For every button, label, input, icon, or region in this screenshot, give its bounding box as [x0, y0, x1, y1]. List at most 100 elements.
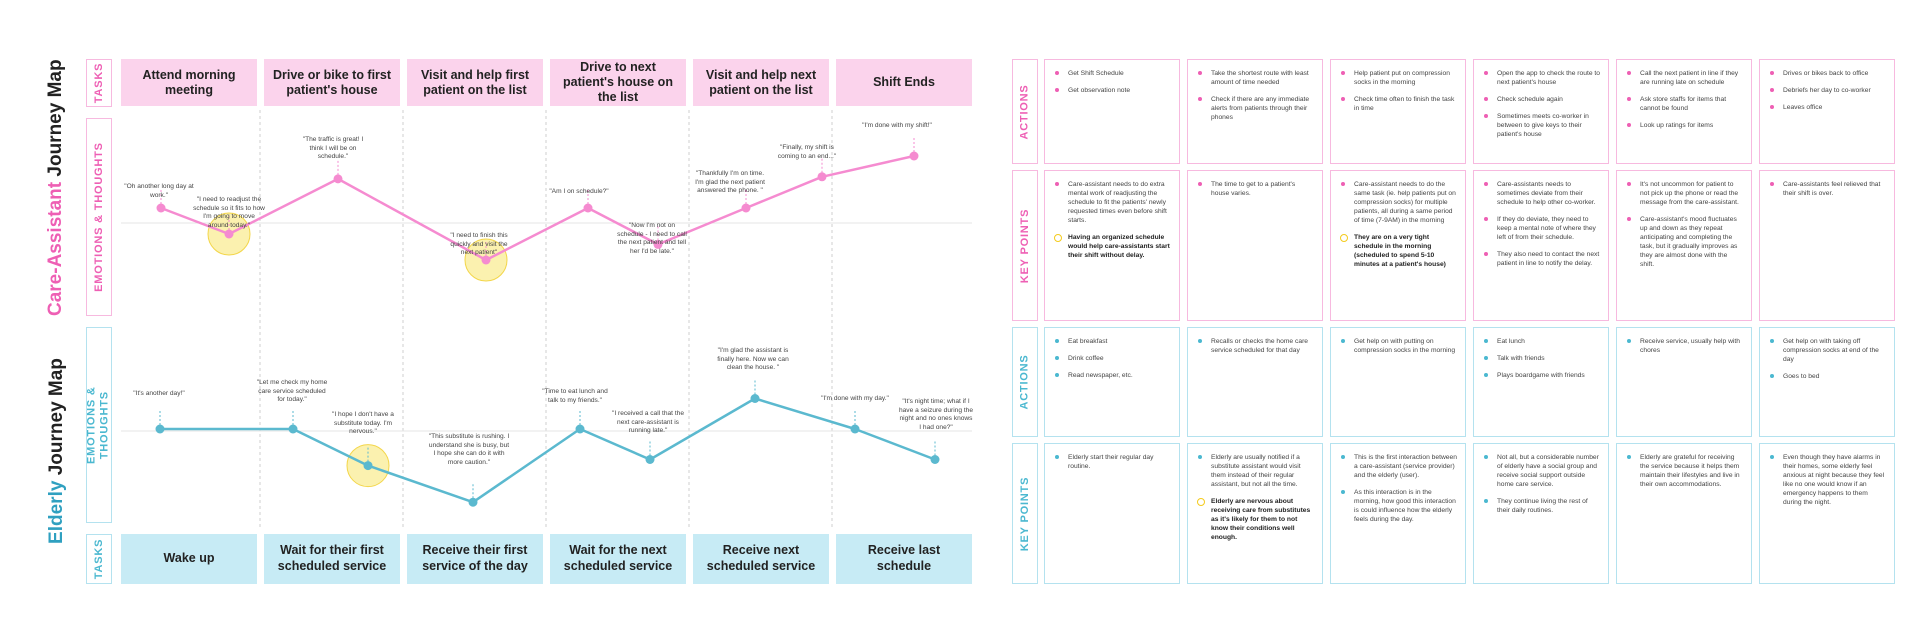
- list-item: Even though they have alarms in their ho…: [1768, 453, 1886, 507]
- list-item: Elderly are grateful for receiving the s…: [1625, 453, 1743, 489]
- list-item: Sometimes meets co-worker in between to …: [1482, 112, 1600, 139]
- elderly-emotion-line: [160, 397, 936, 504]
- list-item: Drink coffee: [1053, 354, 1171, 363]
- bullet-list: It's not uncommon for patient to not pic…: [1625, 180, 1743, 269]
- care-quote-8: "Finally, my shift is coming to an end..…: [777, 144, 837, 160]
- list-item: This is the first interaction between a …: [1339, 453, 1457, 480]
- care-point-1: [156, 203, 166, 213]
- elderly-point-4: [468, 497, 478, 507]
- care-keypoint-cell-2: The time to get to a patient's house var…: [1187, 170, 1323, 321]
- bullet-list: Get help on with taking off compression …: [1768, 337, 1886, 381]
- list-item: Help patient put on compression socks in…: [1339, 69, 1457, 87]
- care-task-2: Drive or bike to first patient's house: [264, 59, 400, 106]
- bullet-list: Care-assistants feel relieved that their…: [1768, 180, 1886, 198]
- list-item: The time to get to a patient's house var…: [1196, 180, 1314, 198]
- care-emotion-line: [160, 154, 915, 262]
- care-action-cell-5: Call the next patient in line if they ar…: [1616, 59, 1752, 164]
- bullet-list: This is the first interaction between a …: [1339, 453, 1457, 524]
- list-item: Care-assistant needs to do the same task…: [1339, 180, 1457, 225]
- elderly-task-3: Receive their first service of the day: [407, 534, 543, 584]
- care-point-7: [741, 203, 751, 213]
- elderly-keypoint-cell-2: Elderly are usually notified if a substi…: [1187, 443, 1323, 584]
- care-point-9: [909, 151, 919, 161]
- list-item: Eat breakfast: [1053, 337, 1171, 346]
- list-item: Recalls or checks the home care service …: [1196, 337, 1314, 355]
- bullet-list: Elderly are usually notified if a substi…: [1196, 453, 1314, 542]
- highlighted-insight: Having an organized schedule would help …: [1053, 233, 1171, 260]
- bullet-list: Elderly are grateful for receiving the s…: [1625, 453, 1743, 489]
- list-item: Eat lunch: [1482, 337, 1600, 346]
- elderly-action-cell-3: Get help on with putting on compression …: [1330, 327, 1466, 437]
- bullet-list: Help patient put on compression socks in…: [1339, 69, 1457, 113]
- elderly-quote-4: "This substitute is rushing. I understan…: [428, 433, 510, 466]
- list-item: Care-assistant's mood fluctuates up and …: [1625, 215, 1743, 269]
- bullet-list: Call the next patient in line if they ar…: [1625, 69, 1743, 130]
- elderly-keypoint-cell-5: Elderly are grateful for receiving the s…: [1616, 443, 1752, 584]
- elderly-quote-7: "I'm glad the assistant is finally here.…: [717, 347, 789, 372]
- emotion-curves: [121, 110, 972, 530]
- elderly-point-2: [288, 424, 298, 434]
- care-quote-5: "Am I on schedule?": [549, 188, 609, 195]
- list-item: Debriefs her day to co-worker: [1768, 86, 1886, 95]
- elderly-point-6: [645, 455, 655, 464]
- care-point-3: [333, 174, 343, 184]
- care-task-1: Attend morning meeting: [121, 59, 257, 106]
- elderly-tasks-row-label: TASKS: [86, 534, 112, 584]
- highlighted-insight: They are on a very tight schedule in the…: [1339, 233, 1457, 269]
- care-quote-3: "The traffic is great! I think I will be…: [302, 136, 364, 161]
- bullet-list: Even though they have alarms in their ho…: [1768, 453, 1886, 507]
- bullet-list: The time to get to a patient's house var…: [1196, 180, 1314, 198]
- elderly-quote-5: "Time to eat lunch and talk to my friend…: [542, 388, 608, 404]
- elderly-point-8: [850, 424, 860, 434]
- care-quote-2: "I need to readjust the schedule so it f…: [193, 196, 265, 229]
- elderly-action-cell-6: Get help on with taking off compression …: [1759, 327, 1895, 437]
- list-item: Take the shortest route with least amoun…: [1196, 69, 1314, 87]
- list-item: They continue living the rest of their d…: [1482, 497, 1600, 515]
- care-point-2: [224, 229, 234, 239]
- list-item: Elderly are usually notified if a substi…: [1196, 453, 1314, 489]
- care-action-cell-4: Open the app to check the route to next …: [1473, 59, 1609, 164]
- list-item: Drives or bikes back to office: [1768, 69, 1886, 78]
- care-emotions-row-label: EMOTIONS & THOUGHTS: [86, 118, 112, 316]
- elderly-quote-8: "I'm done with my day.": [821, 395, 889, 402]
- care-keypoint-cell-6: Care-assistants feel relieved that their…: [1759, 170, 1895, 321]
- care-point-8: [817, 172, 827, 182]
- bullet-list: Receive service, usually help with chore…: [1625, 337, 1743, 355]
- bullet-list: Open the app to check the route to next …: [1482, 69, 1600, 139]
- list-item: Get help on with taking off compression …: [1768, 337, 1886, 364]
- list-item: Check time often to finish the task in t…: [1339, 95, 1457, 113]
- list-item: If they do deviate, they need to keep a …: [1482, 215, 1600, 242]
- care-task-4: Drive to next patient's house on the lis…: [550, 59, 686, 106]
- elderly-keypoint-cell-6: Even though they have alarms in their ho…: [1759, 443, 1895, 584]
- elderly-quote-3: "I hope I don't have a substitute today.…: [332, 411, 394, 436]
- highlighted-insight: Elderly are nervous about receiving care…: [1196, 497, 1314, 542]
- elderly-point-9: [930, 455, 940, 464]
- list-item: Look up ratings for items: [1625, 121, 1743, 130]
- care-keypoint-cell-1: Care-assistant needs to do extra mental …: [1044, 170, 1180, 321]
- care-action-cell-2: Take the shortest route with least amoun…: [1187, 59, 1323, 164]
- care-quote-6: "Now I'm not on schedule - I need to cal…: [617, 222, 687, 255]
- care-actions-row-label: ACTIONS: [1012, 59, 1038, 164]
- elderly-quote-1: "It's another day!": [133, 390, 185, 397]
- elderly-quote-2: "Let me check my home care service sched…: [256, 379, 328, 404]
- list-item: It's not uncommon for patient to not pic…: [1625, 180, 1743, 207]
- care-keypoint-cell-3: Care-assistant needs to do the same task…: [1330, 170, 1466, 321]
- care-quote-9: "I'm done with my shift!": [862, 122, 932, 129]
- list-item: Read newspaper, etc.: [1053, 371, 1171, 380]
- elderly-point-3: [363, 461, 373, 471]
- bullet-list: Get help on with putting on compression …: [1339, 337, 1457, 355]
- bullet-list: Care-assistant needs to do extra mental …: [1053, 180, 1171, 260]
- elderly-task-4: Wait for the next scheduled service: [550, 534, 686, 584]
- elderly-action-cell-5: Receive service, usually help with chore…: [1616, 327, 1752, 437]
- list-item: They also need to contact the next patie…: [1482, 250, 1600, 268]
- list-item: Check if there are any immediate alerts …: [1196, 95, 1314, 122]
- list-item: Goes to bed: [1768, 372, 1886, 381]
- care-keypoints-row-label: KEY POINTS: [1012, 170, 1038, 321]
- list-item: Not all, but a considerable number of el…: [1482, 453, 1600, 489]
- list-item: Get help on with putting on compression …: [1339, 337, 1457, 355]
- elderly-keypoints-row-label: KEY POINTS: [1012, 443, 1038, 584]
- care-point-4: [481, 255, 491, 265]
- care-tasks-row-label: TASKS: [86, 59, 112, 107]
